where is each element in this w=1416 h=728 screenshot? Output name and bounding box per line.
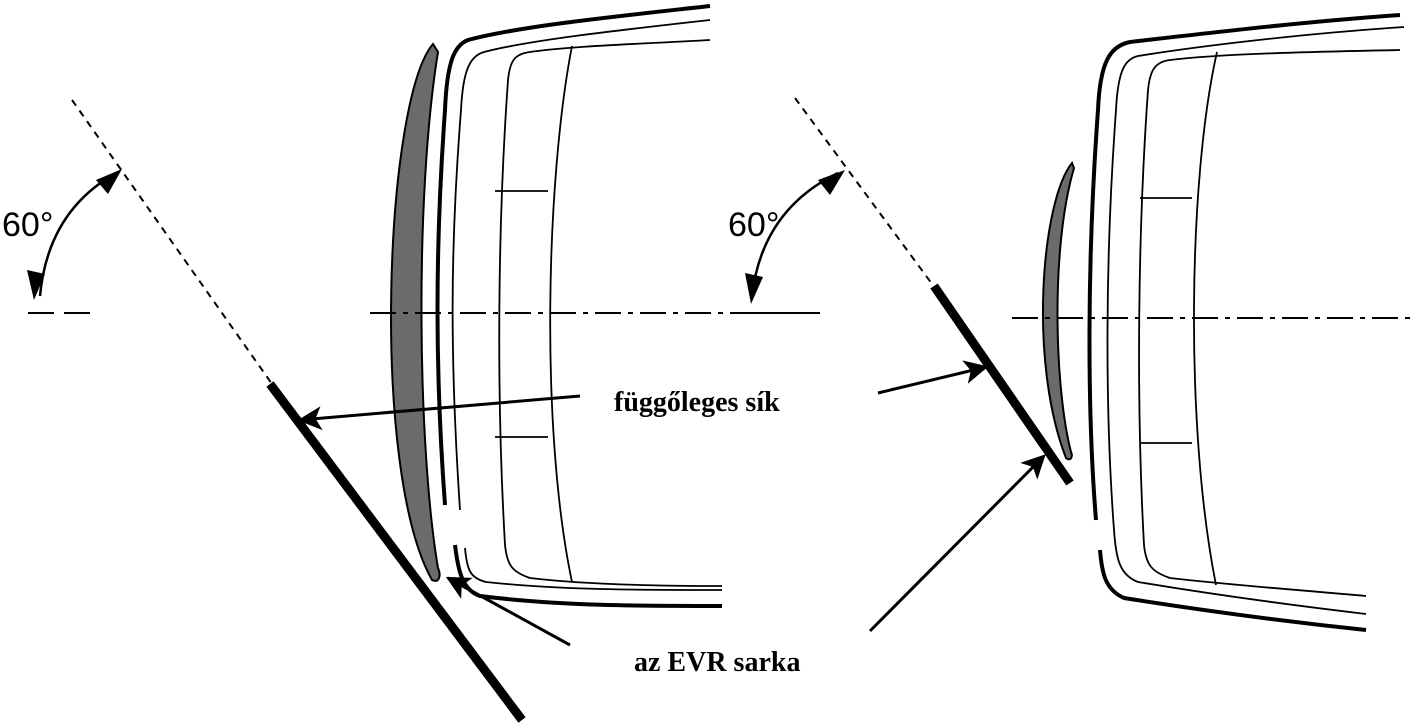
arrow-vertical-plane-right xyxy=(877,360,989,395)
right-pillar-curve xyxy=(1193,51,1218,586)
right-mirror xyxy=(1041,161,1076,461)
right-windshield-frame xyxy=(1138,49,1401,597)
vertical-plane-label: függőleges sík xyxy=(614,387,780,418)
arrow-evr-corner-left xyxy=(445,576,571,647)
left-vehicle-inner-edge-bottom xyxy=(464,547,723,591)
right-angle-label: 60° xyxy=(728,206,779,244)
left-angle-arrowhead-top xyxy=(96,169,122,194)
right-vehicle-inner-edge xyxy=(1106,26,1405,615)
left-angle-arrowhead-bottom xyxy=(27,270,45,300)
right-plane-extension xyxy=(794,97,936,289)
arrow-evr-corner-right xyxy=(868,454,1046,633)
left-pillar-curve xyxy=(549,45,573,583)
left-vehicle-outer-edge-bottom xyxy=(453,544,723,608)
left-vertical-plane xyxy=(266,381,526,723)
right-vertical-plane xyxy=(930,283,1074,486)
callout-arrows xyxy=(297,360,1046,647)
right-vehicle-outer-edge xyxy=(1087,13,1401,521)
right-angle-arrowhead-bottom xyxy=(745,273,763,304)
left-angle-label: 60° xyxy=(2,206,53,244)
right-panel: 60° xyxy=(728,13,1416,632)
right-vehicle-outer-edge-bottom xyxy=(1098,549,1367,632)
left-plane-extension xyxy=(71,99,273,385)
arrow-vertical-plane-left xyxy=(297,394,581,431)
left-panel: 60° xyxy=(2,4,820,723)
left-vehicle-inner-edge xyxy=(451,19,711,511)
left-windshield-frame xyxy=(498,39,723,587)
right-angle-arrowhead-top xyxy=(818,170,845,195)
evr-corner-label: az EVR sarka xyxy=(634,647,800,678)
left-vehicle-outer-edge xyxy=(435,4,711,506)
